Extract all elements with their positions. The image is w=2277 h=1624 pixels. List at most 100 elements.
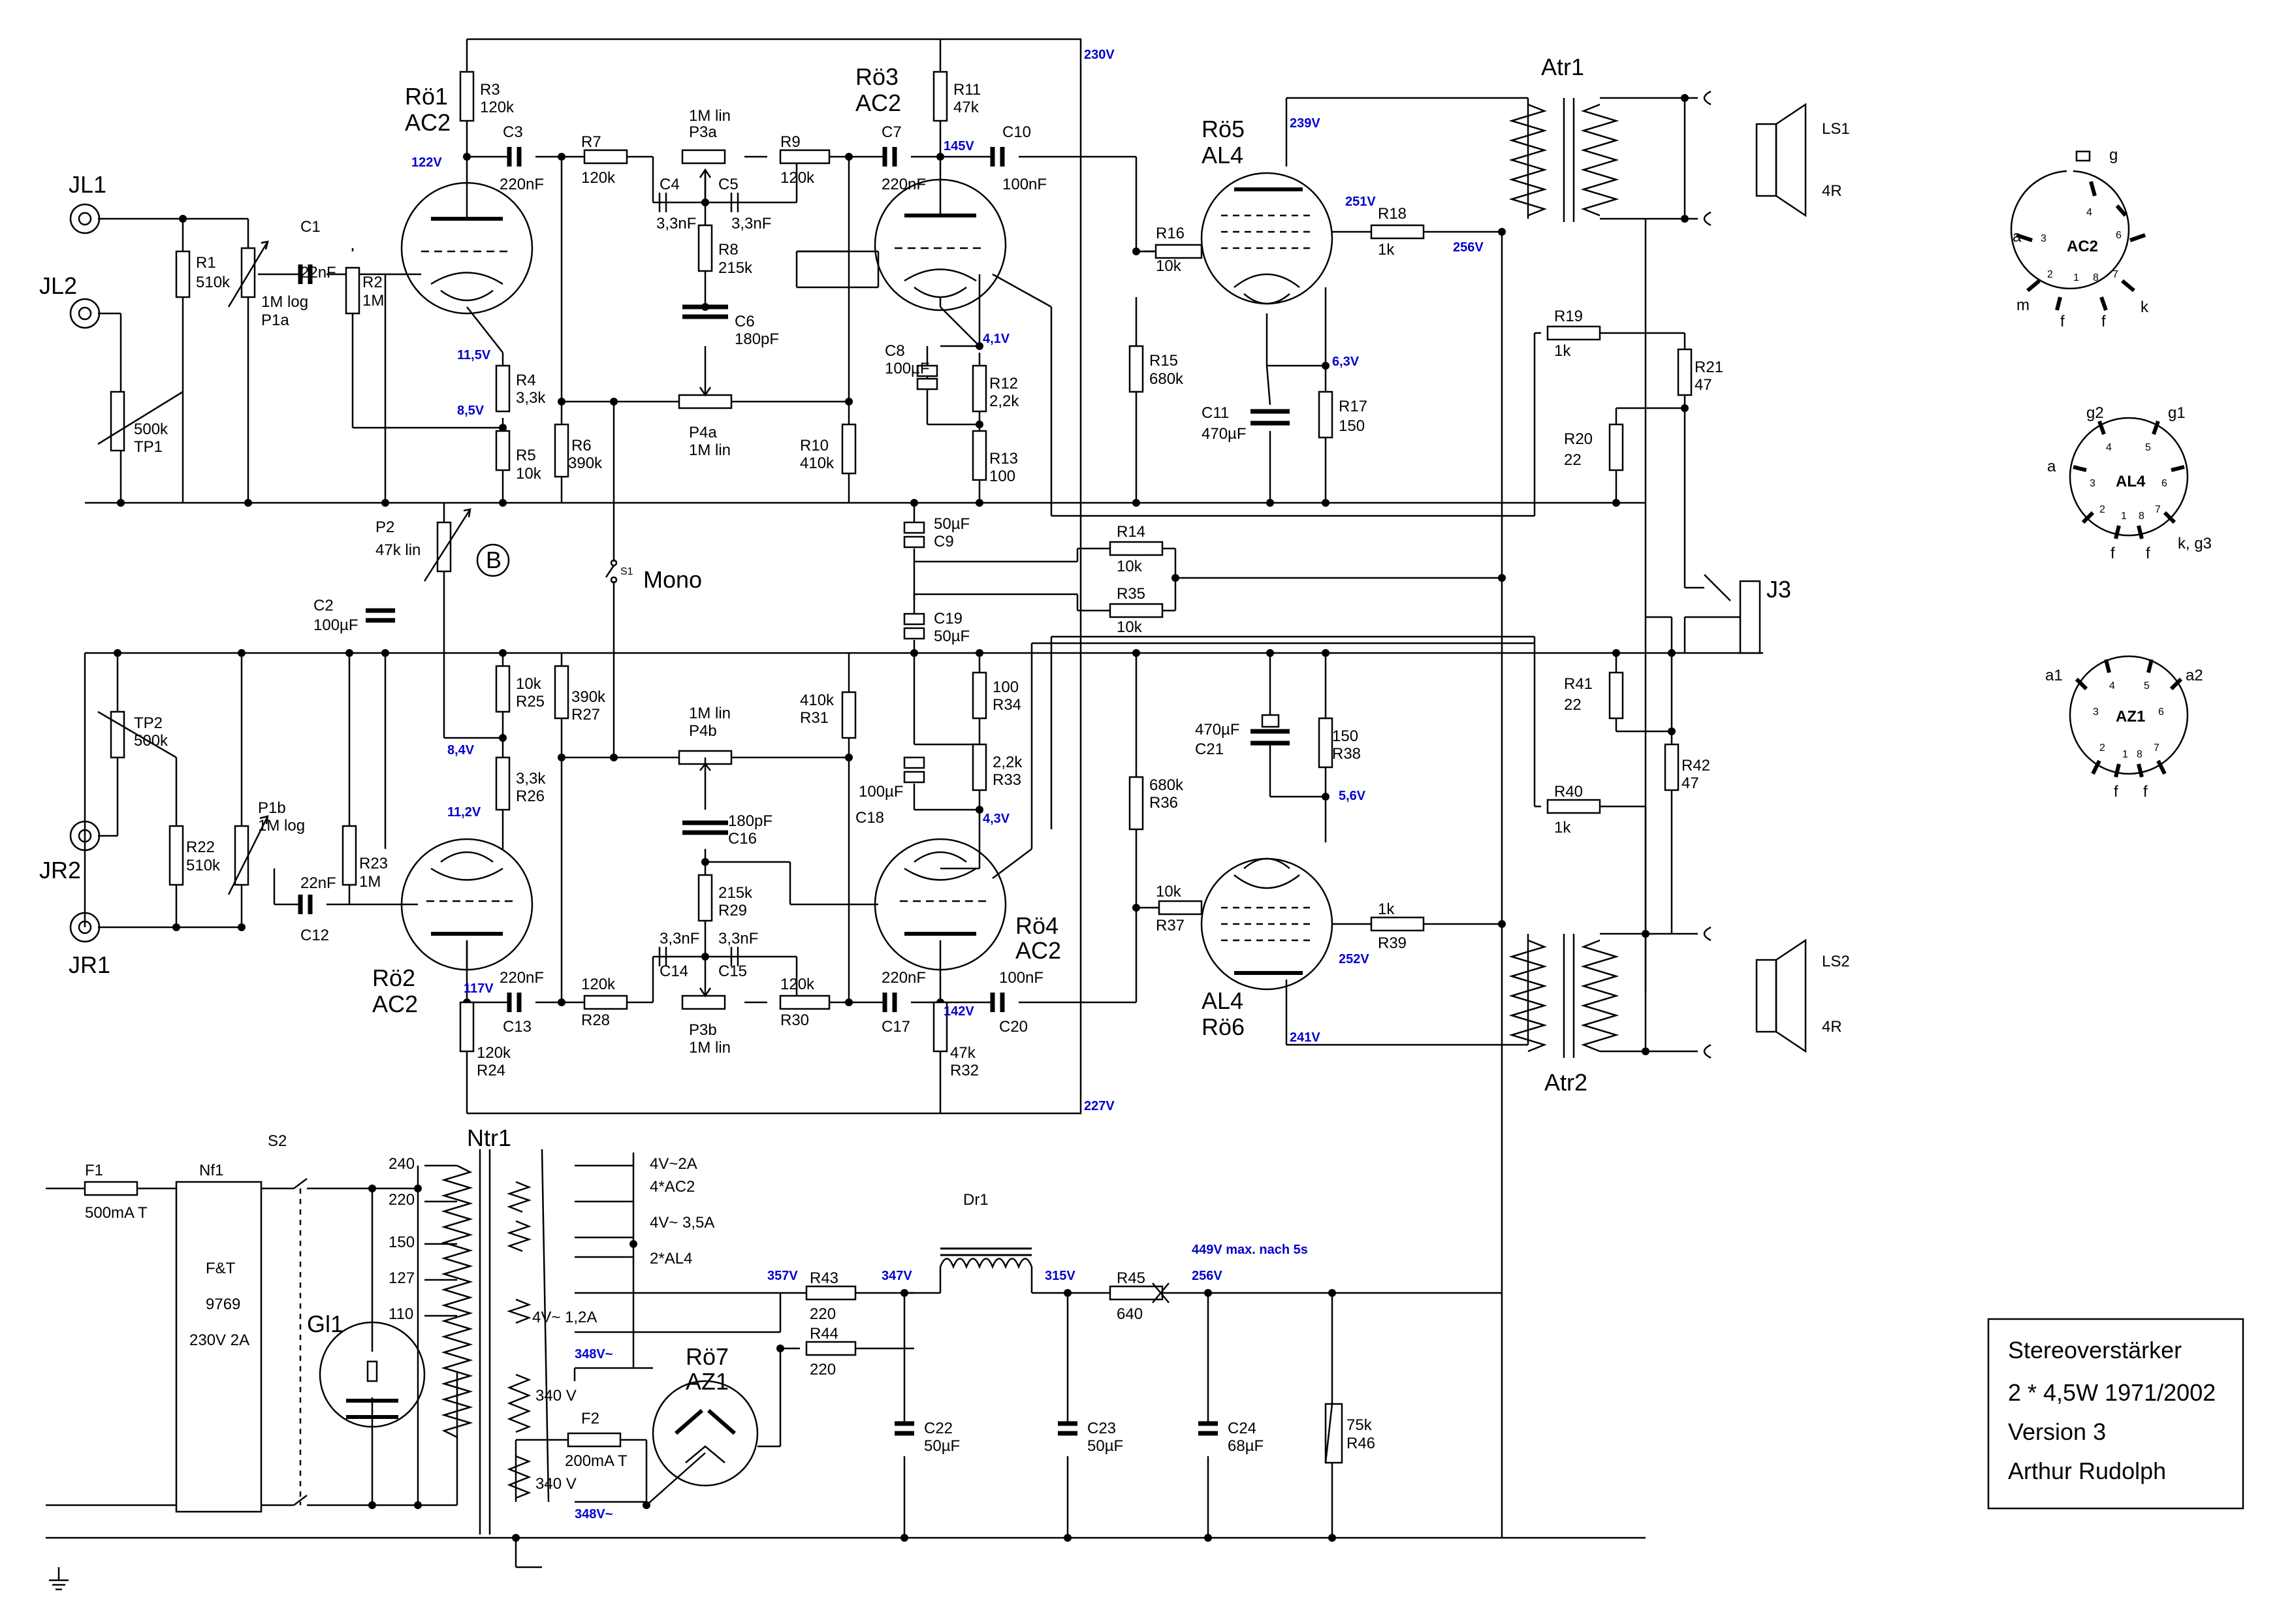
svg-text:5,6V: 5,6V — [1339, 789, 1366, 803]
svg-text:150: 150 — [389, 1234, 415, 1251]
svg-text:9769: 9769 — [206, 1296, 240, 1313]
svg-text:510k: 510k — [186, 857, 221, 874]
svg-text:7: 7 — [2155, 504, 2161, 515]
svg-text:R10: R10 — [800, 437, 829, 454]
svg-text:1M lin: 1M lin — [689, 441, 731, 459]
svg-text:Atr1: Atr1 — [1541, 54, 1584, 80]
svg-text:a: a — [2047, 458, 2056, 475]
svg-text:R34: R34 — [993, 696, 1021, 714]
svg-text:C13: C13 — [503, 1018, 532, 1036]
svg-text:C24: C24 — [1228, 1420, 1256, 1437]
svg-text:120k: 120k — [780, 169, 815, 187]
svg-text:1M: 1M — [362, 292, 384, 310]
svg-text:410k: 410k — [800, 692, 835, 709]
svg-text:R26: R26 — [516, 788, 545, 805]
svg-text:215k: 215k — [718, 884, 753, 902]
svg-text:10k: 10k — [1156, 883, 1182, 900]
svg-text:R17: R17 — [1339, 398, 1367, 415]
svg-text:4,1V: 4,1V — [983, 332, 1010, 346]
svg-text:JR2: JR2 — [39, 857, 81, 884]
svg-text:C23: C23 — [1087, 1420, 1116, 1437]
svg-text:R13: R13 — [989, 450, 1018, 468]
svg-text:220nF: 220nF — [500, 176, 544, 193]
svg-text:C19: C19 — [934, 610, 963, 628]
svg-text:R27: R27 — [571, 706, 600, 724]
svg-text:3,3nF: 3,3nF — [718, 930, 758, 947]
svg-text:449V max. nach 5s: 449V max. nach 5s — [1192, 1243, 1308, 1257]
svg-text:R32: R32 — [950, 1062, 979, 1079]
svg-text:AC2: AC2 — [855, 89, 901, 116]
svg-text:F2: F2 — [581, 1410, 599, 1427]
svg-text:3,3nF: 3,3nF — [660, 930, 699, 947]
svg-text:390k: 390k — [571, 688, 606, 706]
svg-text:10k: 10k — [1156, 257, 1182, 275]
svg-text:Rö5: Rö5 — [1202, 116, 1245, 142]
svg-text:7: 7 — [2112, 269, 2118, 280]
svg-text:R29: R29 — [718, 902, 747, 919]
svg-text:P1a: P1a — [261, 311, 289, 329]
svg-text:R7: R7 — [581, 133, 601, 151]
power-transformer-ntr1 — [441, 1149, 532, 1535]
svg-text:S1: S1 — [620, 566, 633, 577]
svg-text:f: f — [2101, 313, 2106, 330]
svg-text:8: 8 — [2139, 511, 2144, 522]
pot-arrows — [97, 168, 1333, 1463]
svg-text:241V: 241V — [1290, 1030, 1320, 1045]
svg-text:4V~ 1,2A: 4V~ 1,2A — [532, 1309, 597, 1326]
misc-labels: JL1 JL2 JR2 JR1 J3 Atr1 Atr2 Ntr1 Dr1 LS… — [39, 54, 1850, 1493]
svg-text:C10: C10 — [1002, 123, 1031, 141]
svg-text:P3a: P3a — [689, 123, 717, 141]
svg-text:g: g — [2109, 146, 2118, 164]
p3b-body — [681, 995, 726, 1010]
svg-text:75k: 75k — [1346, 1416, 1373, 1434]
svg-text:2: 2 — [2047, 269, 2053, 280]
svg-text:230V: 230V — [1084, 48, 1115, 62]
svg-text:50µF: 50µF — [1087, 1437, 1123, 1455]
title-line-4: Arthur Rudolph — [2008, 1457, 2166, 1484]
svg-text:8,4V: 8,4V — [447, 743, 475, 757]
svg-text:Rö6: Rö6 — [1202, 1013, 1245, 1040]
svg-text:150: 150 — [1339, 417, 1365, 435]
svg-text:f: f — [2143, 783, 2148, 801]
svg-text:220nF: 220nF — [500, 969, 544, 987]
b-marker — [476, 543, 510, 577]
svg-text:C6: C6 — [735, 313, 755, 330]
svg-text:22nF: 22nF — [300, 264, 336, 281]
svg-text:R8: R8 — [718, 241, 739, 259]
svg-text:500mA T: 500mA T — [85, 1204, 148, 1222]
svg-text:3: 3 — [2090, 478, 2095, 489]
svg-text:C11: C11 — [1202, 404, 1229, 422]
svg-text:1M lin: 1M lin — [689, 107, 731, 125]
speaker-ls2 — [1703, 926, 1807, 1059]
svg-text:100µF: 100µF — [313, 616, 358, 634]
svg-text:47k lin: 47k lin — [375, 541, 421, 559]
svg-text:JL2: JL2 — [39, 272, 77, 299]
svg-text:AL4: AL4 — [2116, 473, 2146, 490]
svg-text:1M log: 1M log — [261, 293, 308, 311]
svg-text:R3: R3 — [480, 81, 500, 99]
svg-text:8,5V: 8,5V — [457, 404, 485, 418]
svg-text:k, g3: k, g3 — [2178, 535, 2212, 552]
svg-text:2: 2 — [2099, 742, 2105, 754]
svg-text:R22: R22 — [186, 838, 215, 856]
tube-ro6 — [1200, 857, 1333, 991]
svg-text:P3b: P3b — [689, 1021, 717, 1039]
junction-dots — [114, 94, 1689, 1542]
svg-text:P1b: P1b — [258, 799, 286, 817]
svg-text:R35: R35 — [1117, 585, 1145, 603]
svg-text:50µF: 50µF — [924, 1437, 960, 1455]
svg-text:R38: R38 — [1332, 745, 1361, 763]
svg-text:680k: 680k — [1149, 776, 1184, 794]
svg-text:2,2k: 2,2k — [993, 754, 1023, 771]
svg-text:100: 100 — [993, 678, 1019, 696]
mains-filter-nf1 — [175, 1181, 263, 1513]
svg-text:R18: R18 — [1378, 205, 1407, 223]
svg-text:6: 6 — [2116, 230, 2122, 241]
svg-text:340 V: 340 V — [535, 1387, 577, 1405]
svg-text:470µF: 470µF — [1195, 721, 1240, 739]
svg-text:50µF: 50µF — [934, 515, 970, 533]
pinout-az1: a1 a2 AZ1 f f 4 5 3 6 2 1 8 7 — [2045, 655, 2203, 801]
svg-text:4V~2A: 4V~2A — [650, 1155, 697, 1173]
svg-text:220nF: 220nF — [882, 176, 926, 193]
svg-text:120k: 120k — [477, 1044, 511, 1062]
